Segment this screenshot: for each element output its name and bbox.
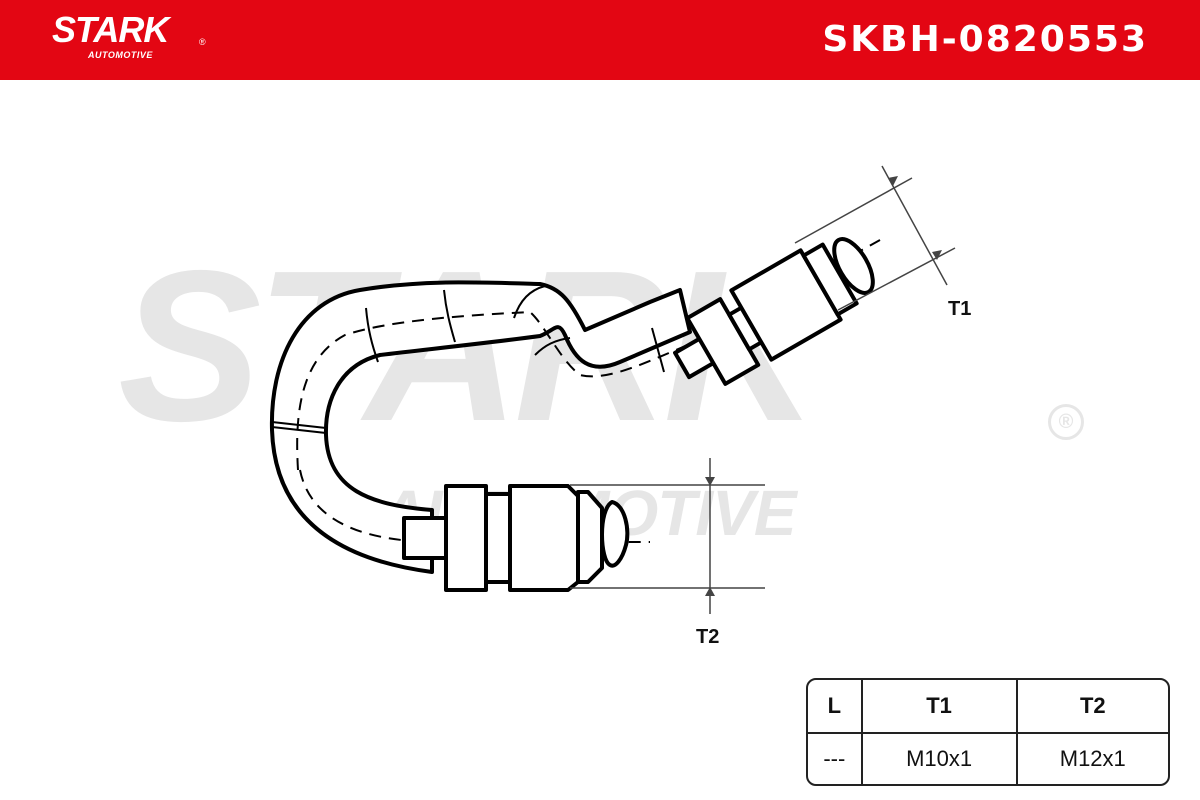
spec-table: L T1 T2 --- M10x1 M12x1 (806, 678, 1170, 786)
spec-value-t2: M12x1 (1059, 746, 1126, 771)
header-bar: STARK ® AUTOMOTIVE SKBH-0820553 (0, 0, 1200, 80)
spec-value-l: --- (808, 734, 863, 784)
spec-header-t1: T1 (862, 680, 1018, 734)
watermark-registered-icon: ® (1048, 404, 1084, 440)
brand-subtitle: AUTOMOTIVE (88, 50, 153, 60)
dimension-label-t2: T2 (696, 626, 720, 648)
spec-table-header-row: L T1 T2 (808, 680, 1168, 734)
dimension-t1 (794, 165, 956, 311)
spec-header-t2: T2 (1017, 680, 1168, 734)
spec-header-l: L (808, 680, 863, 734)
hose-centerline (296, 239, 881, 471)
fitting-t1 (673, 237, 875, 386)
spec-table-value-row: --- M10x1 M12x1 (808, 734, 1168, 784)
part-number: SKBH-0820553 (822, 19, 1148, 60)
spec-value-t1: M10x1 (863, 734, 1018, 784)
fitting-t2 (402, 484, 630, 592)
dimension-label-t1: T1 (948, 298, 972, 320)
registered-mark: ® (199, 37, 206, 47)
brand-logo: STARK (52, 9, 169, 50)
